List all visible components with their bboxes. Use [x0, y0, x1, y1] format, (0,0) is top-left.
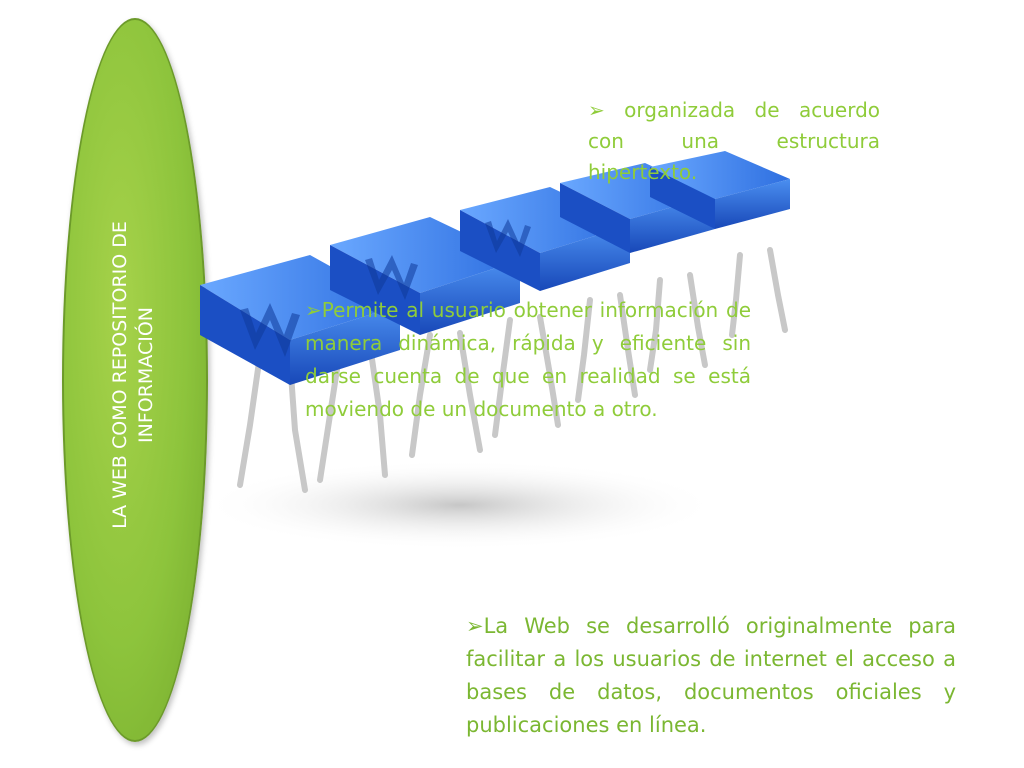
title-ellipse [62, 18, 208, 742]
www-blocks-figures-icon [200, 151, 790, 550]
arrowhead-bullet-icon: ➢ [588, 98, 605, 122]
bullet-origin: ➢La Web se desarrolló originalmente para… [466, 610, 956, 742]
bullet-hypertext: ➢ organizada de acuerdo con una estructu… [588, 95, 880, 188]
bullet-text: Permite al usuario obtener información d… [305, 298, 751, 421]
bullet-text: organizada de acuerdo con una estructura… [588, 98, 880, 184]
arrowhead-bullet-icon: ➢ [466, 614, 484, 638]
bullet-dynamic-access: ➢Permite al usuario obtener información … [305, 294, 751, 426]
bullet-text: La Web se desarrolló originalmente para … [466, 614, 956, 737]
slide-title: LA WEB COMO REPOSITORIO DE INFORMACIÓN [109, 221, 157, 529]
arrowhead-bullet-icon: ➢ [305, 298, 322, 322]
